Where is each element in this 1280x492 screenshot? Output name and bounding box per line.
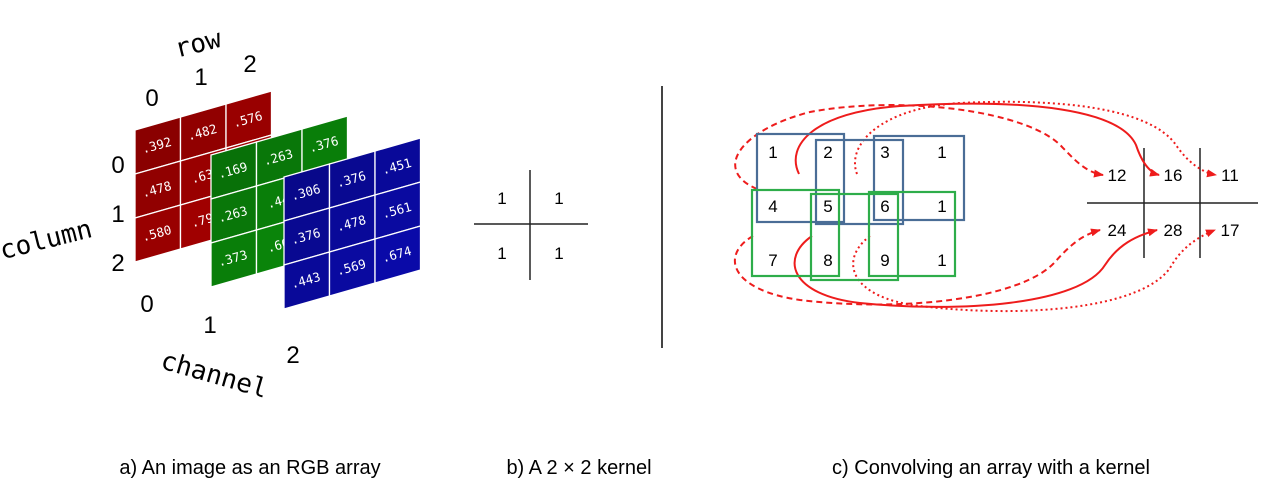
- panel-b: 1 1 1 1 b) A 2 × 2 kernel: [474, 170, 652, 479]
- input-cell: 2: [823, 143, 832, 162]
- arrow-to-output-24: [733, 228, 1101, 306]
- window-bottom-right: [867, 190, 957, 278]
- input-cell: 5: [823, 197, 832, 216]
- arrow-to-output-11: [854, 100, 1217, 178]
- input-cell: 1: [768, 143, 777, 162]
- output-cell: 28: [1164, 221, 1183, 240]
- channel-tick: 2: [286, 342, 299, 369]
- panel-c: 1 2 3 1 4 5 6 1 7 8 9 1 12 16 11 24 28 1…: [733, 100, 1258, 479]
- caption-c: c) Convolving an array with a kernel: [832, 457, 1150, 479]
- input-cell: 1: [937, 251, 946, 270]
- kernel-cell: 1: [554, 244, 563, 263]
- output-grid: [1087, 148, 1258, 258]
- output-cell: 24: [1108, 221, 1127, 240]
- column-tick: 2: [111, 250, 124, 277]
- window-bottom-left: [750, 188, 841, 278]
- input-cell: 6: [880, 197, 889, 216]
- channel-tick: 1: [203, 312, 216, 339]
- input-cell: 4: [768, 197, 777, 216]
- input-cell: 3: [880, 143, 889, 162]
- arrow-to-output-17: [852, 229, 1216, 313]
- arrow-to-output-16: [794, 102, 1160, 177]
- input-cell: 7: [768, 251, 777, 270]
- window-top-right: [872, 134, 966, 222]
- output-cell: 17: [1221, 221, 1240, 240]
- arrow-to-output-12: [734, 104, 1104, 190]
- kernel-grid: [474, 170, 588, 280]
- caption-b: b) A 2 × 2 kernel: [506, 457, 651, 479]
- arrow-to-output-28: [793, 228, 1158, 308]
- column-tick: 1: [111, 201, 124, 228]
- channel-tick: 0: [140, 291, 153, 318]
- output-cell: 16: [1164, 166, 1183, 185]
- column-axis-label: column: [0, 214, 95, 266]
- red-pixel-value: .79: [189, 210, 215, 230]
- window-bottom-middle: [809, 192, 900, 282]
- blue-channel-plane: .306.376.451.376.478.561.443.569.674: [283, 137, 422, 310]
- panel-a: .392.482.576.478.63.580.79 .169.263.376.…: [0, 24, 422, 479]
- kernel-cell: 1: [497, 244, 506, 263]
- input-cell: 9: [880, 251, 889, 270]
- row-tick: 0: [145, 85, 158, 112]
- window-top-middle: [814, 138, 905, 226]
- channel-axis-label: channel: [157, 346, 271, 405]
- column-tick: 0: [111, 152, 124, 179]
- red-pixel-value: .63: [189, 166, 215, 186]
- row-tick: 2: [243, 51, 256, 78]
- row-axis-label: row: [172, 24, 225, 65]
- input-cell: 1: [937, 143, 946, 162]
- output-cell: 11: [1221, 166, 1239, 185]
- kernel-windows: [750, 132, 966, 282]
- kernel-cell: 1: [554, 189, 563, 208]
- convolution-arrows: [733, 100, 1217, 313]
- blue-pixel-cell: [374, 225, 422, 284]
- window-top-left: [755, 132, 846, 224]
- kernel-cell: 1: [497, 189, 506, 208]
- input-cell: 8: [823, 251, 832, 270]
- input-cell: 1: [937, 197, 946, 216]
- output-cell: 12: [1108, 166, 1127, 185]
- rgb-stack: .392.482.576.478.63.580.79 .169.263.376.…: [134, 90, 422, 310]
- caption-a: a) An image as an RGB array: [119, 457, 380, 479]
- row-tick: 1: [194, 64, 207, 91]
